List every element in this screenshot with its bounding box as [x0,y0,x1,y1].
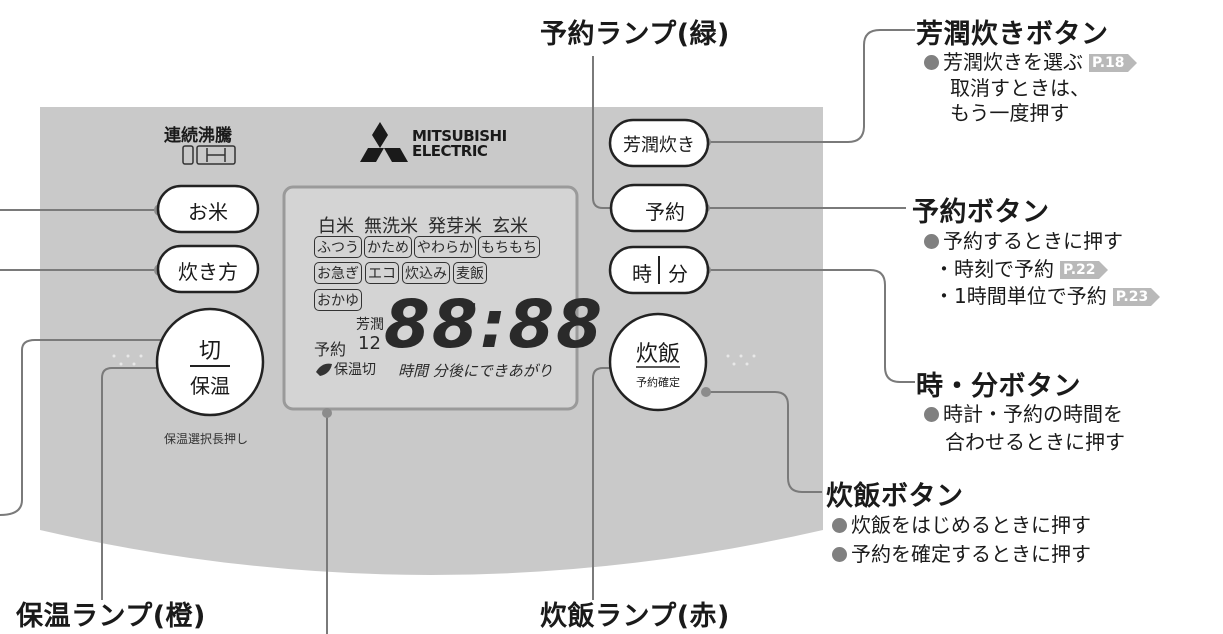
hoon-note: 保温選択長押し [164,432,249,446]
jifun-callout-line1: 時計・予約の時間を [924,402,1123,427]
lcd-frame [282,185,579,411]
brand-line2: ELECTRIC [412,142,488,160]
lcd-rice-types: 白米 無洗米 発芽米 玄米 [318,212,528,238]
kiri-button-shape [155,307,265,417]
yoyaku-callout-line1: 予約するときに押す [924,229,1123,254]
page-ref-badge: P.22 [1060,260,1107,279]
takikata-button[interactable]: 炊き方 [178,260,238,284]
ih-icon [182,145,236,165]
suihan-button[interactable]: 炊飯 [635,342,680,367]
suihan-sub-label: 予約確定 [636,376,680,389]
houjun-callout-title: 芳潤炊きボタン [916,19,1109,50]
lcd-hoon-kiri: 保温切 [334,362,376,378]
suihan-callout-title: 炊飯ボタン [826,481,964,512]
brand-line1: MITSUBISHI [412,127,507,145]
yoyaku-callout-text: ・時刻で予約 [934,257,1054,281]
lcd-rice-type: 発芽米 [428,216,482,237]
lcd-texture: やわらか [414,236,476,258]
suihan-callout-line2: 予約を確定するときに押す [832,542,1091,567]
houjun-button[interactable]: 芳潤炊き [623,135,695,156]
lcd-bottom-text: 時間 分後にできあがり [398,362,553,380]
lcd-mode: 麦飯 [453,262,487,284]
suihan-callout-line1: 炊飯をはじめるときに押す [832,513,1091,538]
houjun-callout-line3: もう一度押す [950,101,1070,125]
leader-hoon-lamp [101,367,168,600]
lcd-mode: 炊込み [402,262,450,284]
lcd-okayu: おかゆ [314,289,362,311]
leader-suihan-lamp [592,367,624,600]
jifun-callout-title: 時・分ボタン [916,371,1081,402]
lcd-yaku: 約 [464,300,477,314]
bullet-icon [924,55,939,70]
hoon-lamp-callout: 保温ランプ(橙) [16,601,206,632]
leaf-icon [316,363,332,376]
suihan-callout-text: 予約を確定するときに押す [851,542,1091,566]
mitsubishi-three-diamonds-icon [360,122,408,162]
lcd-digits: 88:88 [384,286,605,363]
yoyaku-callout-title: 予約ボタン [912,197,1050,228]
leader-kiri [0,339,168,516]
lcd-rice-type: 無洗米 [364,216,418,237]
bullet-icon [832,547,847,562]
lcd-yoyaku: 予約 [314,340,347,359]
houjun-callout-line2: 取消すときは、 [950,76,1090,100]
lcd-rice-type: 白米 [318,216,354,237]
yoyaku-button[interactable]: 予約 [645,200,685,224]
yoyaku-callout-text: 予約するときに押す [943,229,1123,253]
okome-button-shape [156,184,260,234]
jifun-callout-text: 時計・予約の時間を [943,402,1123,426]
bullet-icon [832,518,847,533]
bullet-icon [924,407,939,422]
kiri-button[interactable]: 切 [198,339,221,364]
lcd-rice-type: 玄米 [492,216,528,237]
suihan-lamp-callout: 炊飯ランプ(赤) [540,601,730,632]
series-name: 連続沸騰 [164,126,232,146]
takikata-button-shape [156,244,260,294]
lcd-texture: かため [364,236,412,258]
leader-houjun [706,29,915,143]
yoyaku-button-shape [609,183,709,233]
lcd-modes: お急ぎ エコ 炊込み 麦飯 [314,262,487,284]
lcd-textures: ふつう かため やわらか もちもち [314,236,540,258]
lcd-mode: エコ [365,262,399,284]
houjun-callout-text: 芳潤炊きを選ぶ [943,50,1083,74]
bullet-icon [924,234,939,249]
jifun-callout-line2: 合わせるときに押す [945,430,1125,454]
houjun-callout-line1: 芳潤炊きを選ぶ P.18 [924,50,1136,75]
lcd-texture: ふつう [314,236,362,258]
ji-button[interactable]: 時 [632,262,652,286]
okome-button[interactable]: お米 [188,200,228,224]
houjun-button-shape [608,118,710,168]
yoyaku-callout-line3: ・1時間単位で予約 P.23 [934,284,1160,309]
yoyaku-lamp-callout: 予約ランプ(緑) [540,19,730,50]
suihan-callout-text: 炊飯をはじめるときに押す [851,513,1091,537]
leader-suihan-btn [706,391,822,493]
leader-jifun [706,269,915,383]
page-ref-badge: P.18 [1089,53,1136,72]
hoon-button[interactable]: 保温 [190,374,230,398]
lcd-texture: もちもち [478,236,540,258]
yoyaku-callout-line2: ・時刻で予約 P.22 [934,257,1107,282]
page-ref-badge: P.23 [1112,287,1160,306]
lcd-mode: お急ぎ [314,262,362,284]
yoyaku-callout-text: ・1時間単位で予約 [934,284,1107,308]
suihan-button-shape [608,312,708,412]
fun-button[interactable]: 分 [668,262,688,286]
leader-yoyaku-lamp [592,56,623,209]
lcd-houjun: 芳潤 [356,317,384,333]
lcd-yoyaku-number: 12 [358,333,381,354]
